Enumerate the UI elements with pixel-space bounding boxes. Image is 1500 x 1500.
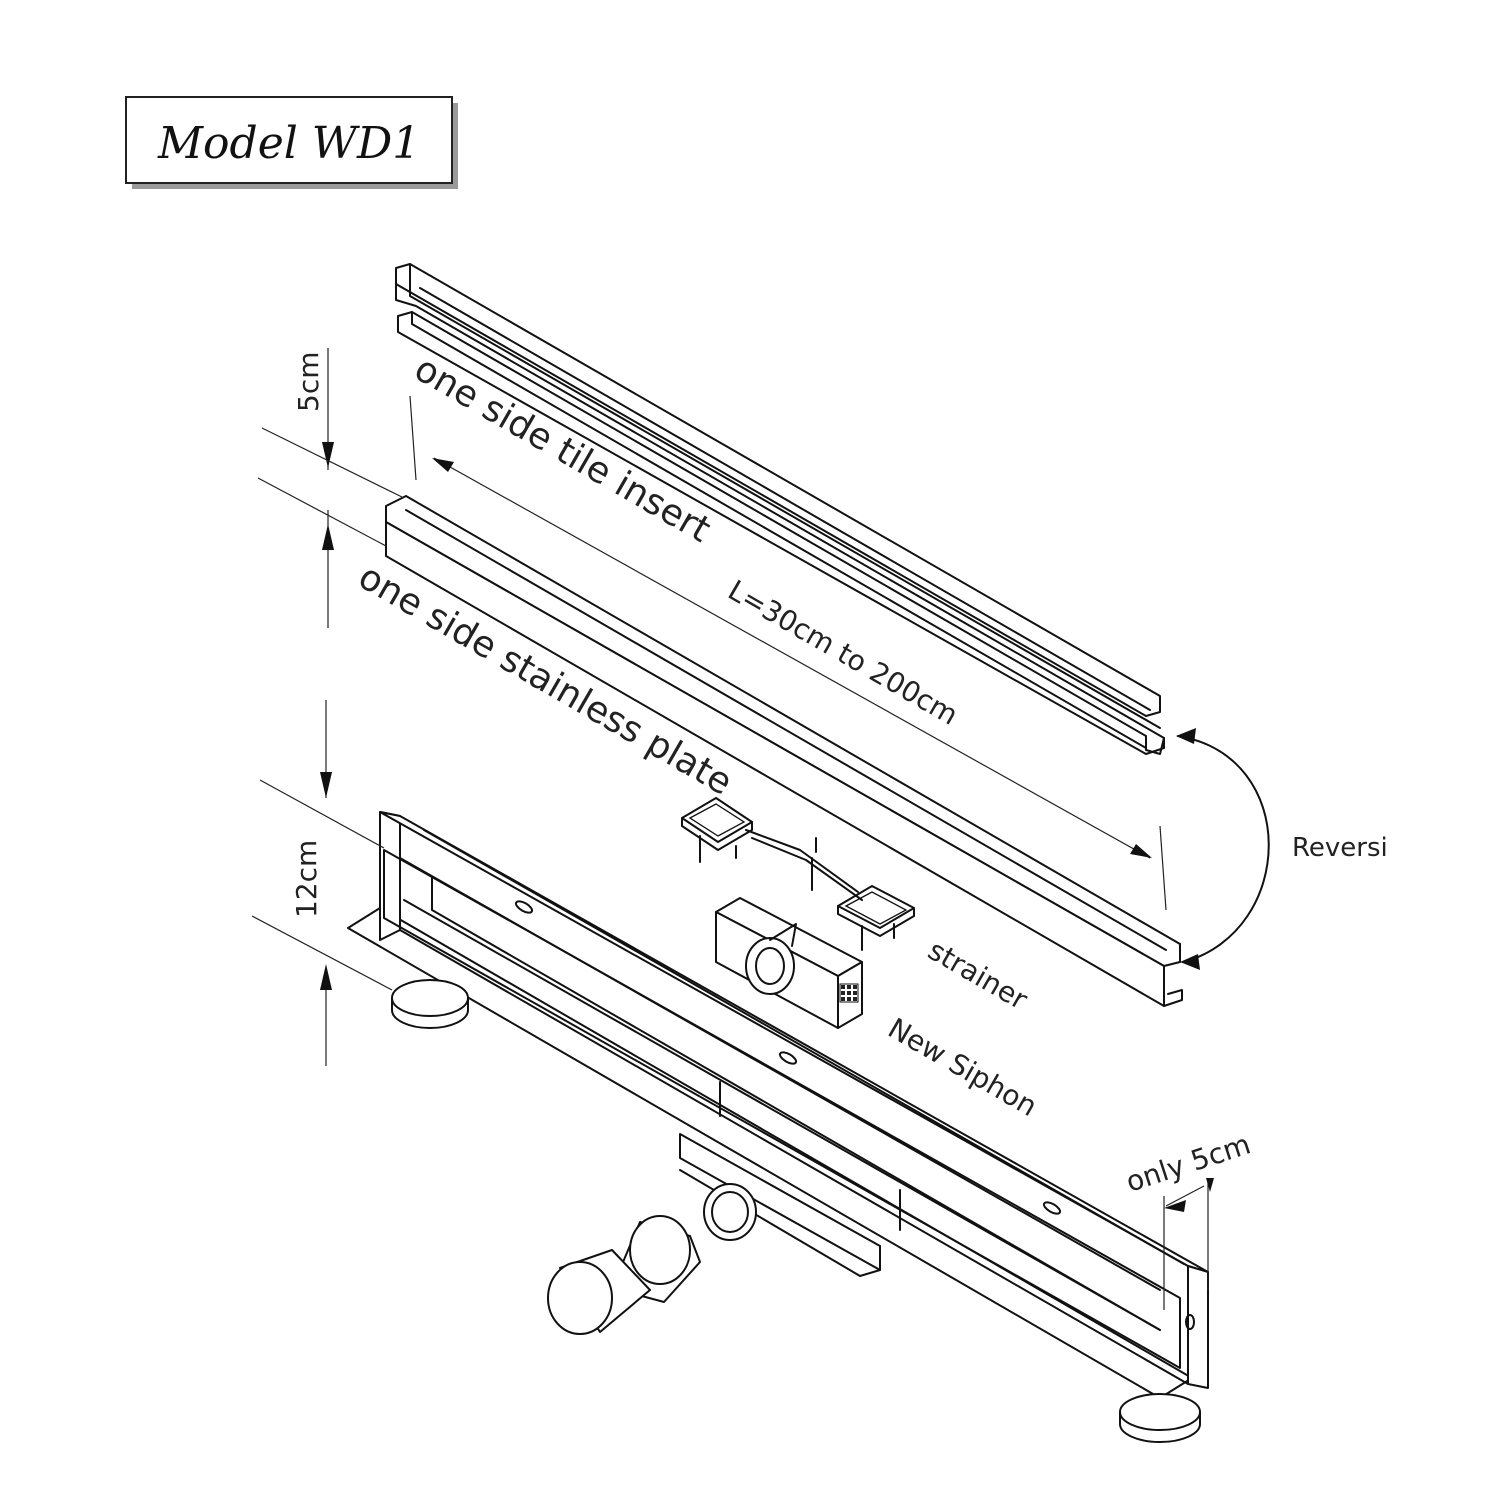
stainless-plate-rail [385, 495, 1183, 1007]
dim-body: 12cm [251, 700, 393, 1066]
tile-insert-rail [395, 263, 1165, 755]
model-title: Model WD1 [157, 118, 420, 169]
siphon-part [715, 897, 863, 1029]
dim-top: 5cm [257, 348, 405, 628]
strainer-part [681, 797, 915, 951]
reversi-arc: Reversi [1176, 728, 1388, 970]
strainer-label: strainer [923, 933, 1034, 1016]
channel-body [347, 811, 1209, 1443]
only-5cm-label: only 5cm [1122, 1128, 1255, 1199]
reversi-label: Reversi [1292, 833, 1388, 863]
body-height-label: 12cm [290, 840, 323, 918]
top-height-label: 5cm [292, 352, 325, 412]
title-box: Model WD1 [125, 96, 458, 189]
